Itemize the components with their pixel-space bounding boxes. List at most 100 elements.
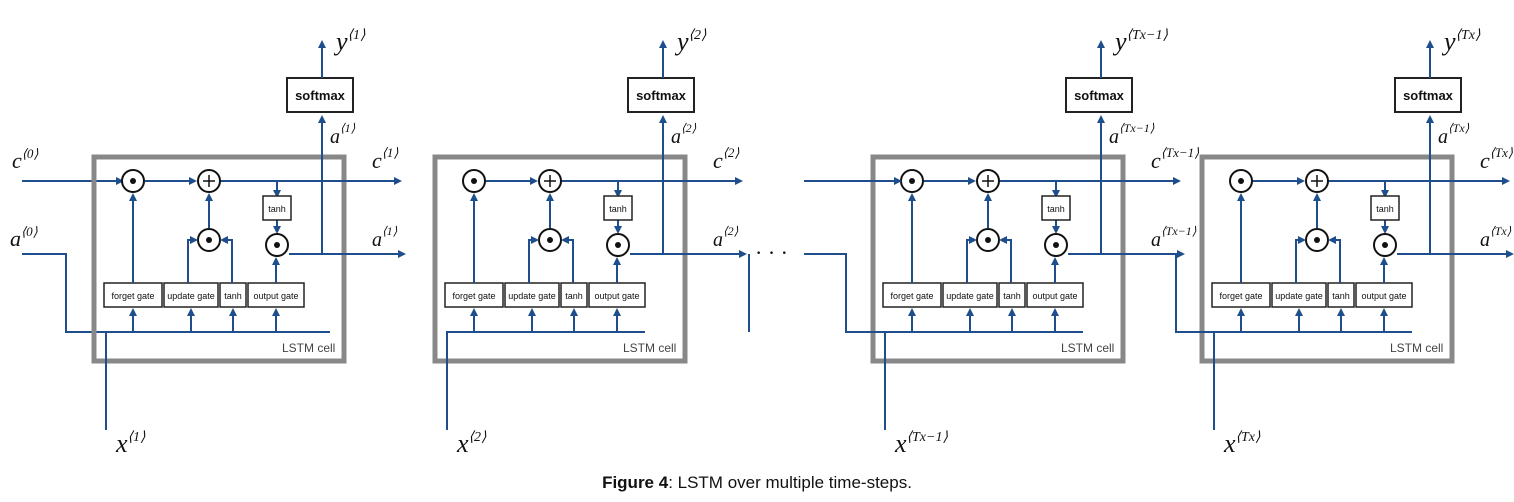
caption-label: Figure 4 xyxy=(602,473,669,492)
update-to-mult xyxy=(187,236,198,283)
lstm-cell-label: LSTM cell xyxy=(1061,341,1114,355)
tanh-gate-box-label: tanh xyxy=(565,291,583,301)
update-gate-box xyxy=(504,282,560,308)
forget-gate-box-label: forget gate xyxy=(890,291,933,301)
update-multiply-op-dot xyxy=(985,237,991,243)
forget-multiply-op-dot xyxy=(130,178,136,184)
output-gate-box-label: output gate xyxy=(594,291,639,301)
update-gate-box xyxy=(1271,282,1327,308)
softmax-box xyxy=(627,77,695,113)
lstm-cell-label: LSTM cell xyxy=(1390,341,1443,355)
forget-gate-box-label: forget gate xyxy=(452,291,495,301)
lstm-cell-label: LSTM cell xyxy=(623,341,676,355)
a-output-label: a⟨Tx⟩ xyxy=(1480,224,1512,251)
figure-caption: Figure 4: LSTM over multiple time-steps. xyxy=(0,473,1514,493)
tanh-gate-box-label: tanh xyxy=(1003,291,1021,301)
softmax-label: softmax xyxy=(1074,88,1125,103)
x-input-label: x⟨Tx⟩ xyxy=(1223,429,1261,458)
update-to-mult xyxy=(528,236,539,283)
a-output-label: a⟨2⟩ xyxy=(713,224,739,251)
y-output-label: y⟨1⟩ xyxy=(333,27,366,56)
a-up-label: a⟨1⟩ xyxy=(330,121,356,148)
c-output-label: c⟨1⟩ xyxy=(372,145,398,173)
x-input-label: x⟨1⟩ xyxy=(115,429,146,458)
a0-label: a⟨0⟩ xyxy=(10,224,38,251)
update-multiply-op-dot xyxy=(206,237,212,243)
forget-gate-box-label: forget gate xyxy=(1219,291,1262,301)
x-input-label: x⟨Tx−1⟩ xyxy=(894,429,948,458)
update-gate-box-label: update gate xyxy=(167,291,215,301)
output-gate-box xyxy=(1355,282,1413,308)
lstm-cell-1: LSTM cell forget gate update gate tanh outpu… xyxy=(91,27,406,458)
x-input-bus xyxy=(1213,331,1412,430)
lstm-cell-2: LSTM cell forget gate update gate tanh outpu… xyxy=(432,27,747,458)
ellipsis: · · · xyxy=(755,240,788,265)
forget-multiply-op-dot xyxy=(1238,178,1244,184)
output-gate-box-label: output gate xyxy=(1361,291,1406,301)
tanh-gate-box-label: tanh xyxy=(1332,291,1350,301)
tanh-to-update-mult xyxy=(1328,236,1341,283)
forget-multiply-op-dot xyxy=(471,178,477,184)
x-input-bus xyxy=(884,331,1083,430)
forget-gate-box xyxy=(103,282,163,308)
tanh-gate-box xyxy=(219,282,247,308)
softmax-box xyxy=(1065,77,1133,113)
update-gate-box-label: update gate xyxy=(946,291,994,301)
update-multiply-op-dot xyxy=(547,237,553,243)
lstm-cell-frame xyxy=(432,154,688,364)
update-gate-box xyxy=(942,282,998,308)
caption-text: : LSTM over multiple time-steps. xyxy=(668,473,912,492)
inner-tanh-box xyxy=(262,195,292,221)
inner-tanh-label: tanh xyxy=(1047,204,1065,214)
lstm-cell-3: LSTM cell forget gate update gate tanh outpu… xyxy=(870,27,1199,458)
inner-tanh-box xyxy=(603,195,633,221)
x-input-bus xyxy=(446,331,645,430)
a-into-cell-3 xyxy=(804,253,1083,333)
tanh-to-update-mult xyxy=(999,236,1012,283)
tanh-to-update-mult xyxy=(561,236,574,283)
y-output-label: y⟨Tx−1⟩ xyxy=(1112,27,1168,56)
a-output-label: a⟨1⟩ xyxy=(372,224,398,251)
a-output-label: a⟨Tx−1⟩ xyxy=(1151,224,1197,251)
output-multiply-op-dot xyxy=(615,242,621,248)
inner-tanh-label: tanh xyxy=(609,204,627,214)
output-multiply-op-dot xyxy=(1382,242,1388,248)
softmax-label: softmax xyxy=(295,88,346,103)
update-gate-box-label: update gate xyxy=(508,291,556,301)
output-gate-box-label: output gate xyxy=(253,291,298,301)
lstm-cell-frame xyxy=(870,154,1126,364)
update-gate-box-label: update gate xyxy=(1275,291,1323,301)
update-gate-box xyxy=(163,282,219,308)
tanh-gate-box xyxy=(560,282,588,308)
y-output-label: y⟨Tx⟩ xyxy=(1441,27,1481,56)
inner-tanh-box xyxy=(1370,195,1400,221)
forget-gate-box-label: forget gate xyxy=(111,291,154,301)
ellipsis-connectors xyxy=(748,177,1412,333)
forget-gate-box xyxy=(882,282,942,308)
forget-multiply-op-dot xyxy=(909,178,915,184)
softmax-label: softmax xyxy=(1403,88,1454,103)
inner-tanh-label: tanh xyxy=(268,204,286,214)
a-into-cell-4 xyxy=(1172,253,1412,333)
cells-container: LSTM cell forget gate update gate tanh outpu… xyxy=(91,27,1514,458)
c0-label: c⟨0⟩ xyxy=(12,146,38,173)
softmax-box xyxy=(286,77,354,113)
lstm-cell-label: LSTM cell xyxy=(282,341,335,355)
inner-tanh-box xyxy=(1041,195,1071,221)
tanh-gate-box-label: tanh xyxy=(224,291,242,301)
update-to-mult xyxy=(1295,236,1306,283)
lstm-cell-frame xyxy=(91,154,347,364)
softmax-box xyxy=(1394,77,1462,113)
a-up-label: a⟨Tx⟩ xyxy=(1438,121,1470,148)
output-gate-box-label: output gate xyxy=(1032,291,1077,301)
lstm-cell-frame xyxy=(1199,154,1455,364)
c-output-label: c⟨Tx−1⟩ xyxy=(1151,145,1199,173)
inner-tanh-label: tanh xyxy=(1376,204,1394,214)
output-multiply-op-dot xyxy=(274,242,280,248)
forget-gate-box xyxy=(444,282,504,308)
tanh-to-update-mult xyxy=(220,236,233,283)
update-to-mult xyxy=(966,236,977,283)
a-up-label: a⟨2⟩ xyxy=(671,121,697,148)
update-multiply-op-dot xyxy=(1314,237,1320,243)
